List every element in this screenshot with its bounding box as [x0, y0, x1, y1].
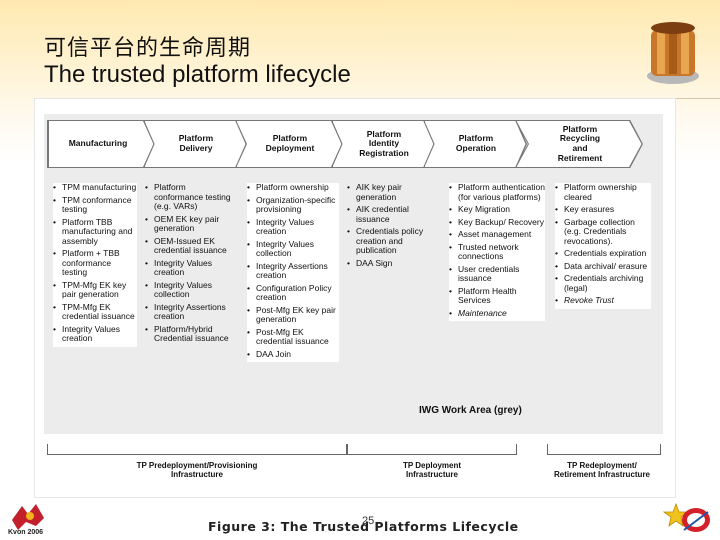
- activity-item: Platform Health Services: [449, 286, 545, 306]
- activity-item: TPM conformance testing: [53, 195, 137, 215]
- activity-item: Platform TBB manufacturing and assembly: [53, 217, 137, 247]
- activity-item: Configuration Policy creation: [247, 283, 339, 303]
- stage-chevron: Platform Deployment: [236, 121, 342, 167]
- activity-item: Key Backup/ Recovery: [449, 217, 545, 228]
- infrastructure-brackets: TP Predeployment/Provisioning Infrastruc…: [47, 444, 661, 484]
- figure-caption: Figure 3: The Trusted Platforms Lifecycl…: [208, 519, 519, 534]
- activity-item: Platform conformance testing (e.g. VARs): [145, 182, 233, 212]
- activity-item: AIK key pair generation: [347, 182, 441, 202]
- lifecycle-column: TPM manufacturingTPM conformance testing…: [53, 182, 137, 347]
- lifecycle-column: Platform ownershipOrganization-specific …: [247, 182, 339, 363]
- stage-chevron: Platform Operation: [424, 121, 526, 167]
- activity-item: DAA Join: [247, 349, 339, 360]
- activity-item: Key Migration: [449, 205, 545, 215]
- activity-item: Key erasures: [555, 205, 651, 215]
- activity-item: Integrity Values creation: [53, 324, 137, 344]
- activity-item: Garbage collection (e.g. Credentials rev…: [555, 217, 651, 247]
- page-number: 25: [362, 515, 375, 527]
- lifecycle-column: Platform conformance testing (e.g. VARs)…: [145, 182, 233, 347]
- activity-item: TPM-Mfg EK credential issuance: [53, 302, 137, 322]
- stage-label: Manufacturing: [68, 138, 128, 149]
- infrastructure-bracket: [47, 444, 347, 455]
- activity-item: OEM-Issued EK credential issuance: [145, 236, 233, 256]
- infrastructure-bracket: [347, 444, 517, 455]
- stage-label: Platform Delivery: [178, 133, 214, 153]
- infrastructure-label: TP Redeployment/ Retirement Infrastructu…: [553, 461, 651, 479]
- activity-item: TPM-Mfg EK key pair generation: [53, 280, 137, 300]
- stage-chevron: Platform Recycling and Retirement: [516, 121, 642, 167]
- activity-list: AIK key pair generationAIK credential is…: [347, 182, 441, 269]
- activity-item: Integrity Assertions creation: [247, 261, 339, 281]
- stage-label: Platform Deployment: [265, 133, 315, 153]
- activity-item: Organization-specific provisioning: [247, 195, 339, 215]
- activity-list: Platform conformance testing (e.g. VARs)…: [145, 182, 233, 344]
- activity-list: Platform authentication (for various pla…: [449, 182, 545, 319]
- lifecycle-stage-row: Manufacturing Platform Delivery Platform D…: [47, 120, 661, 168]
- activity-item: Credentials archiving (legal): [555, 273, 651, 293]
- decorative-scroll-image: [647, 22, 699, 84]
- kvon-logo: [12, 504, 44, 530]
- lifecycle-figure: Manufacturing Platform Delivery Platform D…: [34, 98, 676, 498]
- activity-item: Platform ownership: [247, 182, 339, 193]
- lifecycle-column: AIK key pair generationAIK credential is…: [347, 182, 441, 271]
- stage-chevron: Platform Delivery: [144, 121, 246, 167]
- activity-item: Credentials expiration: [555, 249, 651, 259]
- activity-item: Trusted network connections: [449, 242, 545, 262]
- slide-title-chinese: 可信平台的生命周期: [44, 36, 252, 61]
- activity-item: Maintenance: [449, 308, 545, 319]
- star-ribbon-logo: [662, 502, 710, 532]
- stage-label: Platform Operation: [455, 133, 497, 153]
- lifecycle-column: Platform authentication (for various pla…: [449, 182, 545, 322]
- activity-item: Integrity Values collection: [247, 239, 339, 259]
- activity-item: OEM EK key pair generation: [145, 214, 233, 234]
- activity-item: Platform authentication (for various pla…: [449, 182, 545, 202]
- activity-item: Revoke Trust: [555, 296, 651, 306]
- activity-item: Data archival/ erasure: [555, 261, 651, 272]
- activity-item: Integrity Values creation: [145, 258, 233, 278]
- infrastructure-label: TP Deployment Infrastructure: [402, 461, 462, 479]
- activity-item: TPM manufacturing: [53, 182, 137, 193]
- activity-item: AIK credential issuance: [347, 204, 441, 224]
- activity-item: Credentials policy creation and publicat…: [347, 226, 441, 256]
- activity-item: Integrity Assertions creation: [145, 302, 233, 322]
- infrastructure-label: TP Predeployment/Provisioning Infrastruc…: [136, 461, 258, 479]
- iwg-work-area-label: IWG Work Area (grey): [419, 405, 522, 416]
- activity-item: Asset management: [449, 230, 545, 240]
- activity-item: Post-Mfg EK key pair generation: [247, 305, 339, 325]
- activity-item: User credentials issuance: [449, 264, 545, 284]
- activity-list: Platform ownershipOrganization-specific …: [247, 182, 339, 360]
- slide-title-english: The trusted platform lifecycle: [44, 61, 351, 88]
- kvon-logo-text: Kvon 2006: [8, 529, 44, 536]
- activity-item: DAA Sign: [347, 258, 441, 269]
- stage-label: Platform Recycling and Retirement: [557, 123, 603, 163]
- activity-item: Post-Mfg EK credential issuance: [247, 327, 339, 347]
- stage-label: Platform Identity Registration: [359, 128, 409, 158]
- activity-item: Platform/Hybrid Credential issuance: [145, 324, 233, 344]
- lifecycle-column: Platform ownership clearedKey erasuresGa…: [555, 182, 651, 309]
- activity-list: Platform ownership clearedKey erasuresGa…: [555, 182, 651, 306]
- stage-chevron: Manufacturing: [48, 121, 154, 167]
- activity-list: TPM manufacturingTPM conformance testing…: [53, 182, 137, 344]
- stage-chevron: Platform Identity Registration: [332, 121, 434, 167]
- activity-item: Integrity Values creation: [247, 217, 339, 237]
- infrastructure-bracket: [547, 444, 661, 455]
- activity-item: Platform + TBB conformance testing: [53, 248, 137, 278]
- activity-item: Platform ownership cleared: [555, 182, 651, 202]
- activity-item: Integrity Values collection: [145, 280, 233, 300]
